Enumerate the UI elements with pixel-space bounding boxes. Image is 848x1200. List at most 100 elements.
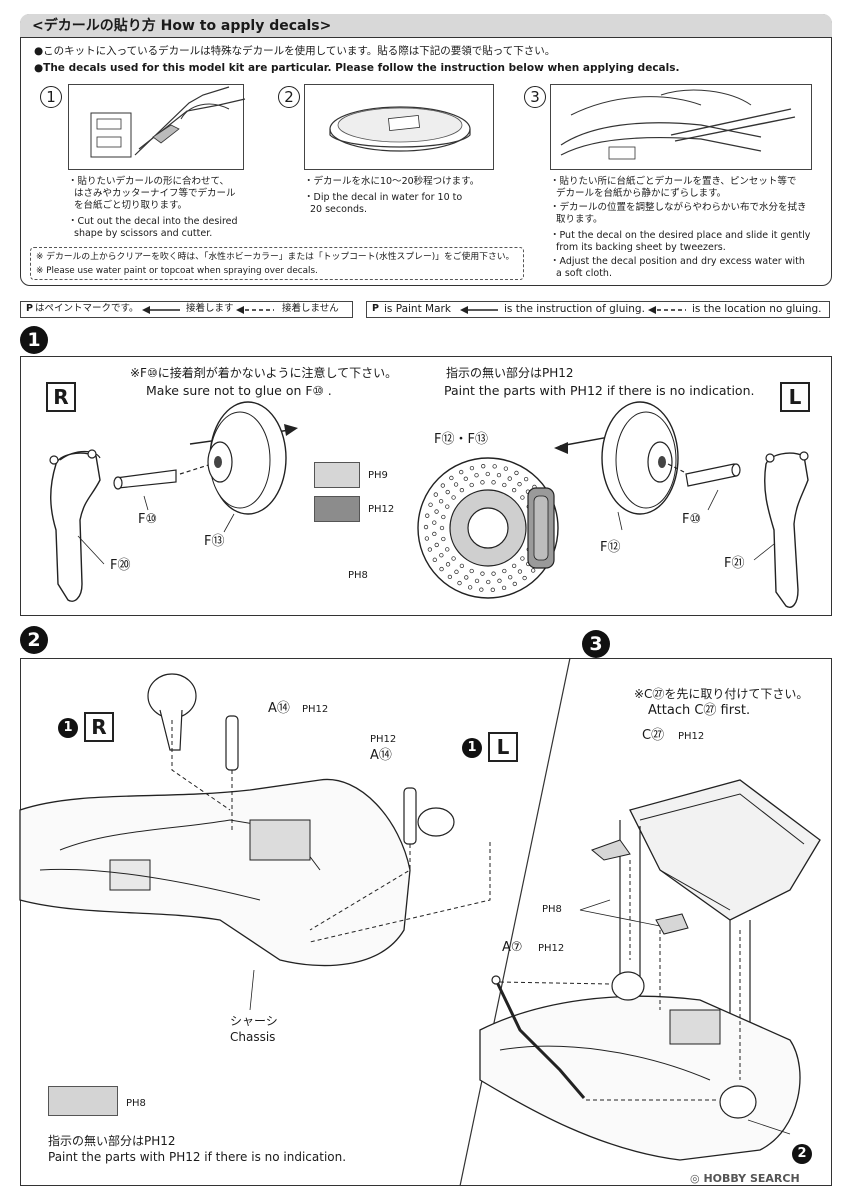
step-2-side-l: L [488, 732, 518, 762]
right-hub-assembly-drawing [49, 401, 298, 602]
disc-drill-hole [480, 571, 485, 576]
step-2-3-panel [20, 658, 832, 1186]
disc-drill-hole [438, 499, 444, 504]
step-1-badge: 1 [20, 326, 48, 354]
disc-drill-hole [481, 464, 486, 469]
disc-drill-hole [480, 480, 485, 485]
part-label-l-disc: F⑫ [600, 540, 621, 555]
disc-drill-hole [441, 514, 446, 520]
disc-drill-hole [507, 476, 512, 481]
part-label-r-arm: F⑳ [110, 558, 131, 573]
disc-drill-hole [439, 566, 444, 572]
disc-drill-hole [522, 575, 527, 581]
step-1-warning-jp: ※F⑩に接着剤が着かないように注意して下さい。 [130, 366, 398, 380]
decal-step-3-jp-1: ・貼りたい所に台紙ごとデカールを置き、ピンセット等で [550, 176, 797, 187]
disc-drill-hole [447, 574, 453, 580]
disc-drill-hole [531, 568, 536, 573]
disc-drill-hole [512, 581, 517, 587]
panel-divider [459, 657, 571, 1187]
decal-intro-jp: ●このキットに入っているデカールは特殊なデカールを使用しています。貼る際は下記の… [34, 45, 556, 57]
legend-en-noglue: is the location no gluing. [692, 303, 822, 315]
hobby-search-watermark: ◎ HOBBY SEARCH [690, 1172, 800, 1185]
disc-drill-hole [479, 587, 484, 592]
disc-drill-hole [445, 562, 451, 567]
legend-jp-paint: はペイントマークです。 [35, 303, 139, 314]
decal-header-bar [20, 14, 832, 38]
frame-paint: PH12 [678, 731, 705, 742]
decal-step-3-jp-2: デカールを台紙から静かにずらします。 [556, 188, 727, 199]
brake-disc-drawing [417, 457, 559, 599]
decal-intro-en: ●The decals used for this model kit are … [34, 62, 680, 74]
disc-drill-hole [514, 470, 519, 476]
decal-step-1-jp-2: はさみやカッターナイフ等でデカール [74, 188, 236, 199]
disc-drill-hole [467, 585, 473, 590]
swatch-ph12 [314, 496, 360, 522]
decal-step-2-illustration [304, 84, 494, 170]
decal-step-1-jp-3: を台紙ごと切り取ります。 [74, 200, 188, 211]
disc-drill-hole [441, 536, 446, 542]
disc-drill-hole [433, 492, 438, 497]
decal-step-1-en-1: ・Cut out the decal into the desired [68, 216, 238, 227]
disc-drill-hole [424, 536, 430, 541]
disc-drill-hole [520, 495, 525, 500]
decal-step-3-en-3: ・Adjust the decal position and dry exces… [550, 256, 805, 267]
step-2-badge: 2 [20, 626, 48, 654]
disc-drill-hole [469, 482, 474, 488]
disc-drill-hole [469, 568, 474, 574]
disc-drill-hole [517, 482, 522, 487]
link-part: A⑦ [502, 940, 523, 955]
disc-paint-code: PH8 [348, 570, 368, 581]
disc-drill-hole [503, 466, 509, 471]
disc-drill-hole [508, 575, 513, 580]
part-label-r-pin: F⑩ [138, 512, 158, 527]
no-glue-arrow-icon [236, 306, 274, 314]
rod-r-part: A⑭ [268, 701, 290, 716]
swatch-ph8-code: PH8 [126, 1098, 146, 1109]
step-1-warning-en: Make sure not to glue on F⑩ . [146, 383, 332, 398]
decal-step-2-jp-1: ・デカールを水に10〜20秒程つけます。 [304, 176, 480, 187]
disc-drill-hole [459, 487, 465, 493]
disc-drill-hole [469, 465, 475, 471]
step-3-note-jp: ※C㉗を先に取り付けて下さい。 [634, 687, 809, 701]
disc-drill-hole [491, 571, 496, 576]
step-2-ref-step-l: 1 [462, 738, 482, 758]
disc-drill-hole [464, 575, 469, 580]
disc-drill-hole [474, 578, 480, 584]
disc-drill-hole [434, 542, 439, 548]
decal-step-3-jp-3: ・デカールの位置を調整しながらやわらかい布で水分を拭き [550, 202, 807, 213]
disc-drill-hole [492, 464, 497, 469]
chassis-label-jp: シャーシ [230, 1014, 278, 1028]
chassis-rear-drawing [479, 779, 821, 1161]
disc-drill-hole [520, 556, 525, 561]
step-2-default-paint-en: Paint the parts with PH12 if there is no… [48, 1150, 347, 1164]
disc-drill-hole [511, 563, 517, 569]
disc-drill-hole [434, 509, 439, 514]
decal-note-box [30, 247, 524, 280]
disc-drill-hole [496, 472, 502, 478]
part-label-disc-pair: F⑫・F⑬ [434, 432, 488, 447]
legend-en-glue: is the instruction of gluing. [504, 303, 645, 315]
swatch-ph8 [48, 1086, 118, 1116]
disc-drill-hole [432, 520, 437, 525]
chassis-label-en: Chassis [230, 1030, 276, 1044]
mount-paint: PH8 [542, 904, 562, 915]
part-label-r-disc: F⑬ [204, 534, 225, 549]
disc-drill-hole [459, 469, 464, 475]
hobby-search-logo-icon: ◎ [690, 1172, 700, 1185]
step-1-default-paint-en: Paint the parts with PH12 if there is no… [444, 383, 755, 398]
glue-arrow-icon [142, 306, 180, 314]
link-paint: PH12 [538, 943, 565, 954]
disc-drill-hole [451, 556, 456, 561]
cutting-decal-illustration [90, 86, 246, 158]
step-2-side-r: R [84, 712, 114, 742]
paint-mark-icon: P [26, 303, 33, 314]
disc-drill-hole [490, 587, 495, 592]
disc-drill-hole [454, 569, 459, 574]
disc-drill-hole [463, 476, 468, 481]
disc-drill-hole [445, 504, 450, 509]
rod-l-part: A⑭ [370, 748, 392, 763]
disc-drill-hole [453, 482, 459, 487]
rod-r-paint: PH12 [302, 704, 329, 715]
disc-drill-hole [491, 480, 496, 485]
step-1-side-l: L [780, 382, 810, 412]
